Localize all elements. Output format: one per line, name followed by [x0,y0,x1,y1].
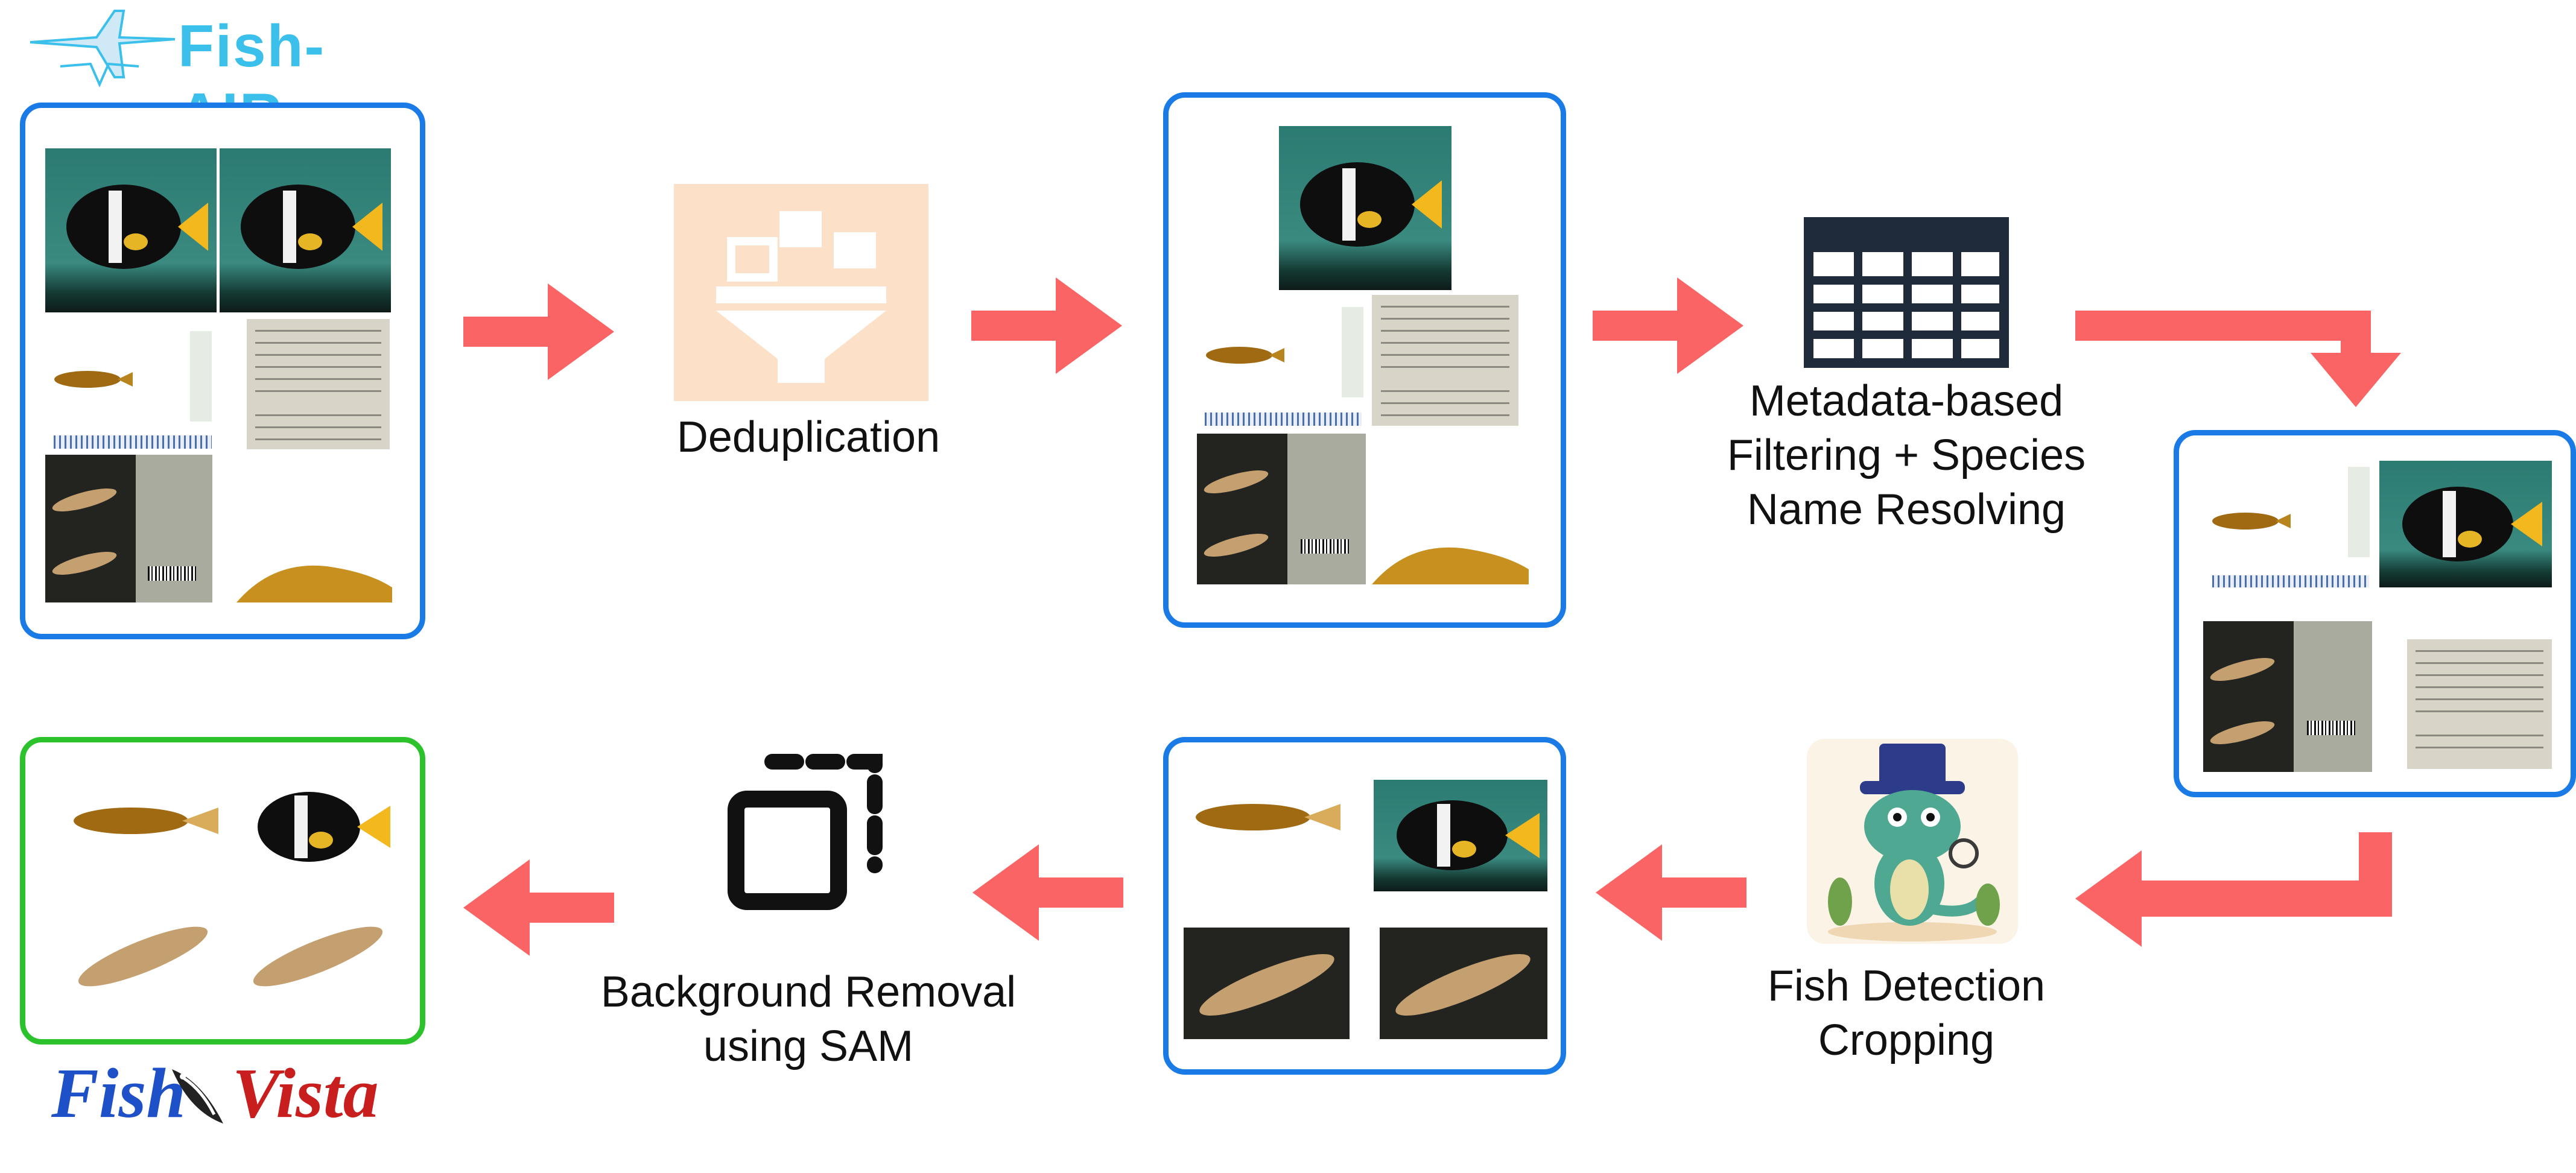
small-fish-specimen-image [2203,461,2375,578]
handwritten-note-image [1372,295,1518,426]
deduplication-label: Deduplication [676,413,941,461]
small-fish-specimen-image [1197,295,1368,419]
arrow-icon [1593,277,1743,374]
segmented-pinned-fish-image-2 [253,926,383,987]
detection-label-line2: Cropping [1818,1016,1995,1064]
ruler-image [54,435,212,449]
arrow-icon [463,283,614,380]
crop-selection-icon [728,754,883,910]
fish-closeup-image [1372,500,1529,584]
fish-vista-logo: Fish Vista [51,1052,389,1137]
specimen-label-image [1287,434,1366,584]
clownfish-image-duplicate [220,148,391,312]
specimen-label-image [2294,621,2372,772]
specimen-label-image [136,455,212,602]
small-fish-specimen-image [45,319,217,434]
panel-cropped-images [1163,737,1566,1075]
segmented-clownfish-image [258,792,390,862]
background-removal-label: Background Removal using SAM [567,965,1050,1073]
background-label-line1: Background Removal [600,968,1017,1016]
handwritten-note-image [247,319,390,449]
fish-air-logo: Fish-AIR [24,6,386,147]
metadata-label-line3: Name Resolving [1746,485,2066,534]
arrow-icon [2075,311,2401,407]
detection-label-line1: Fish Detection [1767,962,2046,1010]
segmented-pinned-fish-image [78,926,208,987]
arrow-icon [1596,844,1746,941]
background-label-line2: using SAM [703,1022,914,1070]
cropped-clownfish-image [1374,780,1547,891]
panel-deduplicated-images [1163,92,1566,628]
cropped-pinned-fish-image [1184,928,1350,1039]
segmented-small-fish-image [74,808,218,834]
fish-closeup-image [236,524,392,602]
cropped-pinned-fish-image-2 [1380,928,1547,1039]
fish-vista-text-vista: Vista [232,1054,379,1133]
metadata-label-line2: Filtering + Species [1727,431,2086,479]
handwritten-note-image [2407,639,2552,769]
pinned-fish-specimen-image [45,455,136,602]
pinned-fish-specimen-image [2203,621,2294,772]
clownfish-image [2379,461,2552,587]
lizard-mascot-icon [1807,739,2018,944]
metadata-filtering-label: Metadata-based Filtering + Species Name … [1695,374,2118,537]
arrow-icon [463,859,614,956]
clownfish-image [45,148,217,312]
metadata-label-line1: Metadata-based [1749,377,2064,425]
panel-final-images [20,737,425,1045]
ruler-image [1205,413,1362,426]
pinned-fish-specimen-image [1197,434,1287,584]
fish-detection-label: Fish Detection Cropping [1695,959,2118,1067]
arrow-icon [972,844,1123,941]
ruler-image [2212,575,2369,587]
arrow-icon [2075,832,2392,947]
deduplication-funnel-icon [674,184,928,401]
panel-raw-images [20,103,425,639]
arrow-icon [971,277,1122,374]
fish-emblem-icon [172,1069,223,1124]
table-icon [1804,217,2009,368]
panel-filtered-images [2174,430,2576,797]
clownfish-image [1279,126,1451,290]
cropped-small-fish-image [1184,780,1350,853]
fish-vista-text-fish: Fish [51,1054,186,1133]
airplane-fish-icon [30,10,176,87]
